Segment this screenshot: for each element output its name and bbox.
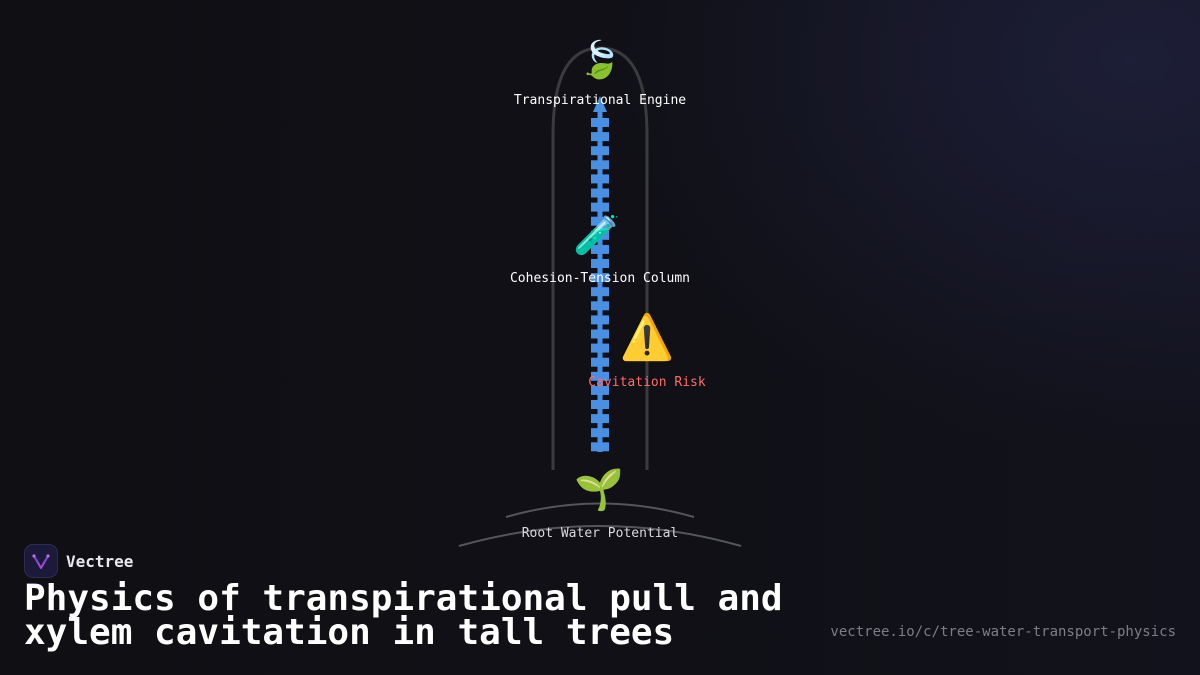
ground-arc-upper [505,502,695,518]
seedling-icon: 🌱 [574,467,624,513]
node-cavitation: ⚠️ Cavitation Risk [588,312,706,390]
cavitation-label: Cavitation Risk [588,375,706,390]
water-segment [591,400,609,409]
water-segment [591,385,609,395]
column-label: Cohesion-Tension Column [510,271,690,286]
water-segment [591,287,609,297]
water-segment [591,259,609,268]
source-url[interactable]: vectree.io/c/tree-water-transport-physic… [830,624,1176,640]
node-root: 🌱 Root Water Potential [522,467,679,541]
water-column-segments [591,118,609,452]
brand-name: Vectree [66,551,134,571]
warning-icon: ⚠️ [620,312,675,363]
page-title: Physics of transpirational pull and xyle… [24,578,783,653]
trunk-outline [551,46,649,470]
node-column: 🧪 Cohesion-Tension Column [510,213,690,286]
water-segment [591,301,609,311]
water-segment [591,118,609,127]
leaf-icon: 🍃 [578,38,623,81]
water-segment [591,273,609,283]
water-segment [591,216,609,226]
leaf-label: Transpirational Engine [514,93,686,108]
node-leaf: 🍃 Transpirational Engine [514,38,686,108]
water-segment [591,146,609,156]
water-flow-arrow-head [593,96,607,112]
water-segment [591,442,609,452]
root-label: Root Water Potential [522,526,679,541]
water-column [591,96,609,452]
vectree-logo-icon [24,544,58,578]
water-segment [591,329,609,339]
ground-arc-lower [458,525,742,547]
water-segment [591,244,609,254]
water-segment [591,315,609,325]
water-segment [591,188,609,198]
water-segment [591,160,609,170]
water-segment [591,230,609,240]
water-segment [591,343,609,353]
water-segment [591,428,609,438]
water-segment [591,202,609,212]
water-segment [591,174,609,184]
brand[interactable]: Vectree [24,544,133,578]
water-segment [591,371,609,381]
water-segment [591,357,609,367]
water-segment [591,414,609,424]
water-segment [591,132,609,142]
test-tube-icon: 🧪 [573,213,620,257]
